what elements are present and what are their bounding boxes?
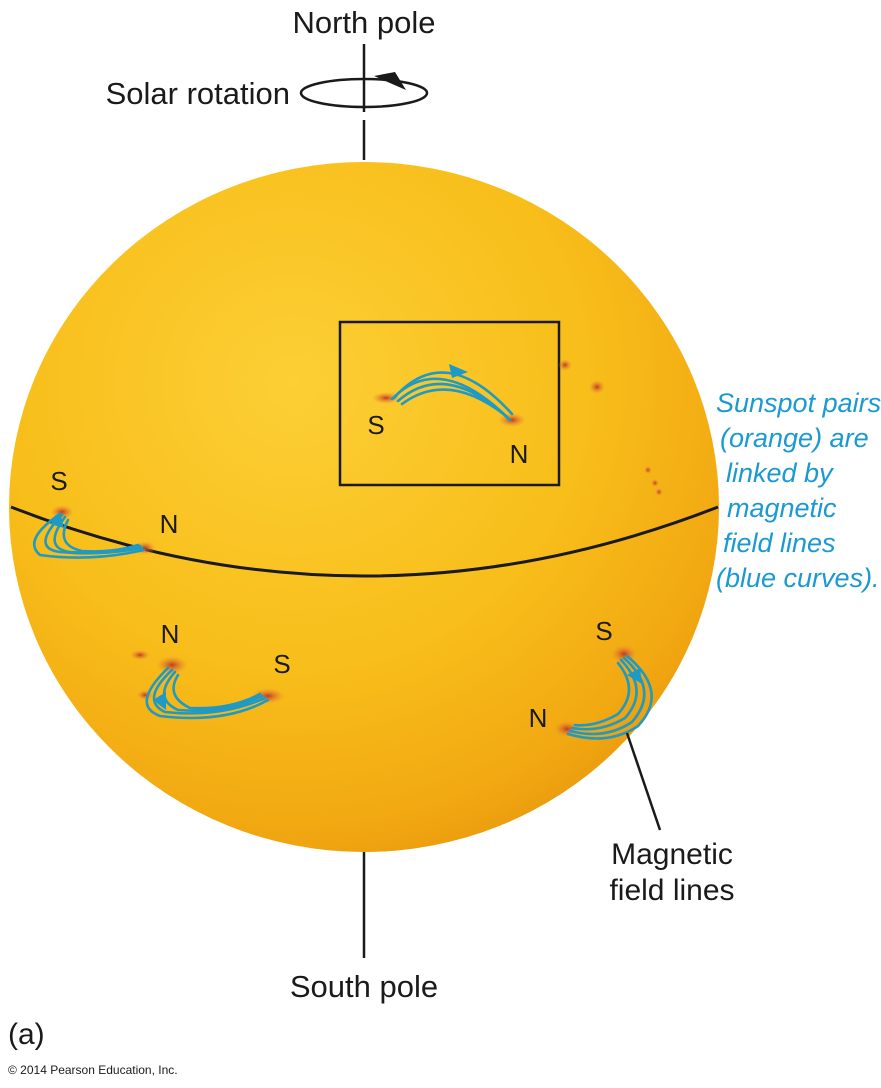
field-lines xyxy=(33,364,653,740)
sunspot xyxy=(558,359,572,371)
north-pole-label: North pole xyxy=(292,5,435,40)
equator-line xyxy=(10,505,719,578)
pair-2-second-letter: N xyxy=(160,509,179,539)
pair-1-second-letter: N xyxy=(510,439,529,469)
solar-rotation-label: Solar rotation xyxy=(106,76,290,111)
field-line-bundle-lower-left xyxy=(145,666,270,720)
pair-1-first-letter: S xyxy=(367,410,384,440)
field-lines-leader xyxy=(625,732,662,831)
sunspot xyxy=(651,479,659,487)
field-line-bundle-lower-right xyxy=(566,654,653,740)
sun-sphere xyxy=(9,162,719,852)
pair-4-first-letter: S xyxy=(595,616,612,646)
caption-line: linked by xyxy=(726,458,834,488)
field-line-bundle-boxed xyxy=(390,364,514,422)
caption: Sunspot pairs (orange) are linked by mag… xyxy=(716,388,881,593)
pair-3-second-letter: S xyxy=(273,649,290,679)
sunspot xyxy=(50,505,74,519)
caption-line: (orange) are xyxy=(720,423,869,453)
sunspot xyxy=(655,488,663,496)
pair-2-first-letter: S xyxy=(50,466,67,496)
caption-line: magnetic xyxy=(727,493,837,523)
sunspot xyxy=(156,656,188,674)
field-lines-label-line-2: field lines xyxy=(609,874,734,907)
sunspot xyxy=(130,650,150,660)
sunspot xyxy=(644,466,652,474)
caption-line: Sunspot pairs xyxy=(716,388,881,418)
caption-line: field lines xyxy=(723,528,836,558)
caption-line: (blue curves). xyxy=(716,563,880,593)
pair-4-second-letter: N xyxy=(529,703,548,733)
sunspot xyxy=(372,392,400,404)
field-line-bundle-left xyxy=(33,512,146,559)
panel-label: (a) xyxy=(8,1018,45,1051)
rotation-ellipse xyxy=(299,77,429,109)
field-lines-label-line-1: Magnetic xyxy=(611,838,733,871)
rotation-arrow-head xyxy=(374,72,406,90)
pair-3-first-letter: N xyxy=(161,619,180,649)
south-pole-label: South pole xyxy=(290,969,438,1004)
sunspot xyxy=(589,380,605,394)
inset-box xyxy=(338,320,561,487)
copyright-text: © 2014 Pearson Education, Inc. xyxy=(8,1063,178,1077)
